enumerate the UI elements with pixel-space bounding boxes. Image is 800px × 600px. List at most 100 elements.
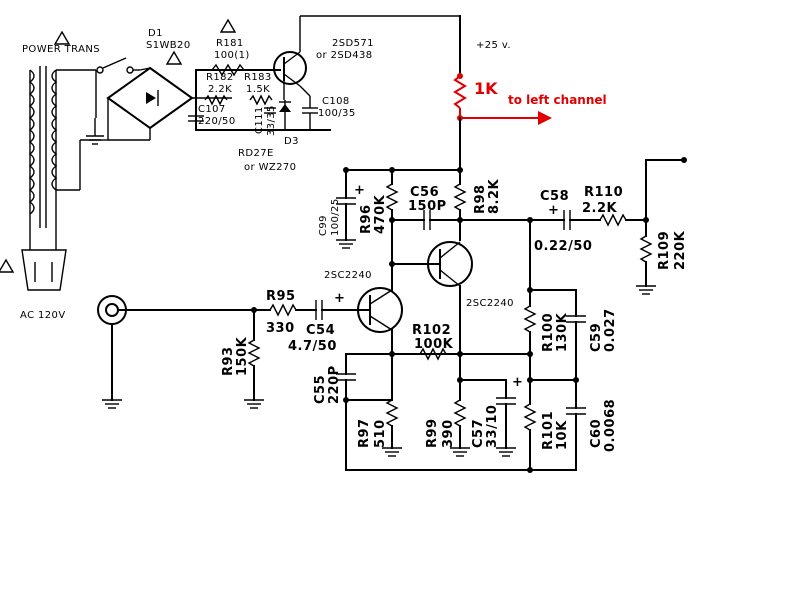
- capacitor-c111: [264, 107, 276, 114]
- c54-plus: +: [334, 291, 345, 306]
- c60-value: 0.0068: [603, 399, 618, 452]
- q-b-label: 2SC2240: [466, 298, 514, 309]
- q-a-label: 2SC2240: [324, 270, 372, 281]
- capacitor-c55: [336, 353, 356, 471]
- power-switch: [96, 57, 140, 74]
- r183-label: R183: [244, 72, 272, 83]
- d1-part-label: S1WB20: [146, 40, 191, 51]
- bridge-rectifier-d1: [95, 66, 232, 141]
- r182-value: 2.2K: [208, 84, 232, 95]
- resistor-r95: [269, 303, 317, 317]
- r100-label: R100: [541, 313, 556, 352]
- resistor-r181: [211, 63, 245, 77]
- capacitor-c59: [566, 315, 586, 381]
- r109-value: 220K: [673, 230, 688, 270]
- arrow-right-icon: [538, 111, 552, 125]
- capacitor-c99: [336, 169, 356, 249]
- capacitor-c58: [563, 210, 601, 230]
- q-reg-alt-label: or 2SD438: [316, 50, 373, 61]
- input-jack: [97, 295, 271, 409]
- c99-value: 100/25: [330, 198, 341, 236]
- r102-label: R102: [412, 323, 451, 338]
- transistor-2sc2240-second: [391, 241, 473, 355]
- capacitor-c108: [302, 96, 318, 130]
- c107-value: 220/50: [198, 116, 236, 127]
- resistor-r98: [453, 169, 467, 241]
- power-trans-label: POWER TRANS: [22, 44, 100, 55]
- capacitor-c54: [315, 300, 371, 320]
- r95-value: 330: [266, 321, 295, 336]
- resistor-r110: [599, 213, 647, 227]
- capacitor-c57: [459, 379, 516, 457]
- d1-label: D1: [148, 28, 163, 39]
- r181-label: R181: [216, 38, 244, 49]
- c55-value: 220P: [327, 365, 342, 404]
- c57-label: C57: [471, 419, 486, 448]
- resistor-r182: [204, 94, 228, 106]
- c107-label: C107: [198, 104, 226, 115]
- capacitor-c107: [188, 108, 204, 122]
- r93-label: R93: [221, 346, 236, 376]
- resistor-r183: [249, 94, 273, 106]
- power-transformer: [28, 66, 100, 250]
- c108-label: C108: [322, 96, 350, 107]
- r181-value: 100(1): [214, 50, 250, 61]
- c56-value: 150P: [408, 199, 447, 214]
- c58-plus: +: [548, 203, 559, 218]
- capacitor-c60: [566, 379, 586, 471]
- to-left-channel-label: to left channel: [508, 93, 607, 107]
- c58-label: C58: [540, 189, 569, 204]
- resistor-r97: [345, 399, 402, 457]
- q-reg-label: 2SD571: [332, 38, 374, 49]
- r96-label: R96: [359, 204, 374, 234]
- r99-label: R99: [425, 418, 440, 448]
- c55-label: C55: [313, 375, 328, 404]
- r101-label: R101: [541, 411, 556, 450]
- r100-value: 130K: [555, 312, 570, 352]
- r110-label: R110: [584, 185, 623, 200]
- safety-warning-icon: [0, 18, 237, 273]
- c99-label: C99: [318, 215, 329, 236]
- r109-label: R109: [657, 231, 672, 270]
- r110-value: 2.2K: [582, 201, 618, 216]
- r93-value: 150K: [235, 336, 250, 376]
- resistor-r100: [523, 289, 537, 381]
- c57-plus: +: [512, 375, 523, 390]
- transistor-2sc2240-first: [357, 265, 403, 401]
- c111-label: C111: [254, 106, 265, 134]
- r98-label: R98: [473, 184, 488, 214]
- d3-part-label: RD27E: [238, 148, 274, 159]
- r97-value: 510: [373, 419, 388, 448]
- c59-label: C59: [589, 323, 604, 352]
- resistor-r101: [523, 379, 537, 471]
- resistor-r109: [636, 219, 656, 295]
- c54-value: 4.7/50: [288, 339, 337, 354]
- c54-label: C54: [306, 323, 335, 338]
- r98-value: 8.2K: [487, 178, 502, 214]
- output-terminal: [681, 157, 687, 163]
- r97-label: R97: [357, 418, 372, 448]
- r99-value: 390: [441, 419, 456, 448]
- r96-value: 470K: [373, 194, 388, 234]
- c58-value: 0.22/50: [534, 239, 592, 254]
- c99-plus: +: [354, 183, 365, 198]
- ground-symbol: [86, 118, 104, 145]
- r182-label: R182: [206, 72, 234, 83]
- supply-voltage-label: +25 v.: [476, 40, 511, 51]
- transistor-2sd571: [273, 15, 460, 100]
- c57-value: 33/10: [485, 405, 500, 448]
- r101-value: 10K: [555, 420, 570, 450]
- resistor-r102: [419, 347, 447, 361]
- zener-d3: [279, 100, 291, 130]
- resistor-r93: [244, 309, 264, 409]
- r95-label: R95: [266, 289, 296, 304]
- d3-alt-label: or WZ270: [244, 162, 296, 173]
- resistor-1k-annotation: [453, 75, 467, 109]
- c60-label: C60: [589, 419, 604, 448]
- c56-label: C56: [410, 185, 439, 200]
- r183-value: 1.5K: [246, 84, 270, 95]
- capacitor-c56: [391, 210, 461, 230]
- c59-value: 0.027: [603, 308, 618, 352]
- c111-value: 33/35: [266, 105, 277, 136]
